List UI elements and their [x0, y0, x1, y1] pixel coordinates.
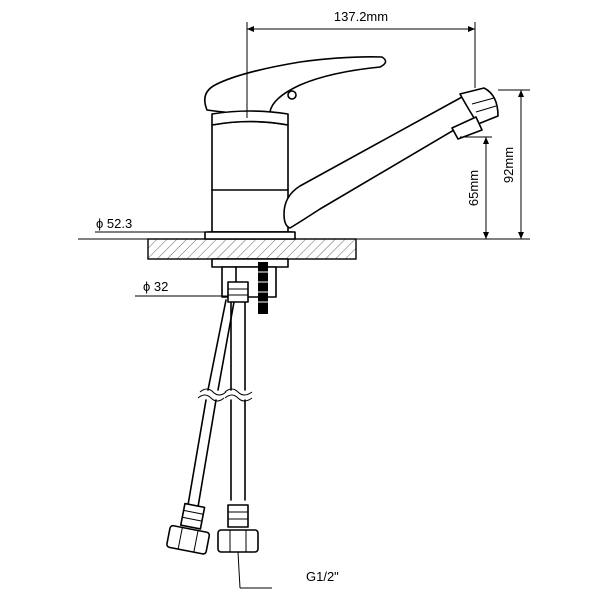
dimension-shank-diameter: ϕ 32 [135, 279, 228, 297]
base-diameter-label: ϕ 52.3 [96, 216, 132, 231]
height-spout-label: 65mm [466, 170, 481, 206]
height-total-label: 92mm [501, 147, 516, 183]
dimension-width: 137.2mm [246, 9, 476, 118]
flexible-hoses [166, 281, 259, 555]
width-label: 137.2mm [334, 9, 388, 24]
countertop [78, 238, 357, 260]
lever-handle [204, 56, 387, 126]
dimension-heights: 92mm 65mm [356, 89, 530, 240]
spout [283, 87, 499, 229]
faucet-body [204, 120, 296, 240]
shank-diameter-label: ϕ 32 [143, 279, 168, 294]
dimension-base-diameter: ϕ 52.3 [95, 216, 205, 233]
thread-label: G1/2" [306, 569, 339, 584]
thread-callout: G1/2" [237, 551, 339, 589]
mounting-shank [211, 258, 289, 314]
